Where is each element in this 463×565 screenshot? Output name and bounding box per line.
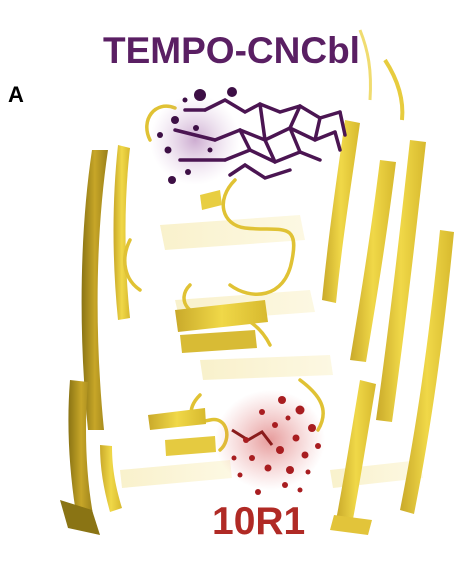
right-beta-strands (322, 30, 454, 535)
tempo-cncbl-label: TEMPO-CNCbl (0, 30, 463, 72)
left-beta-strands (60, 145, 130, 535)
10r1-spin-label (215, 390, 325, 495)
10r1-label: 10R1 (212, 500, 305, 544)
panel-letter: A (8, 82, 24, 108)
tempo-cncbl-ligand (150, 87, 345, 185)
